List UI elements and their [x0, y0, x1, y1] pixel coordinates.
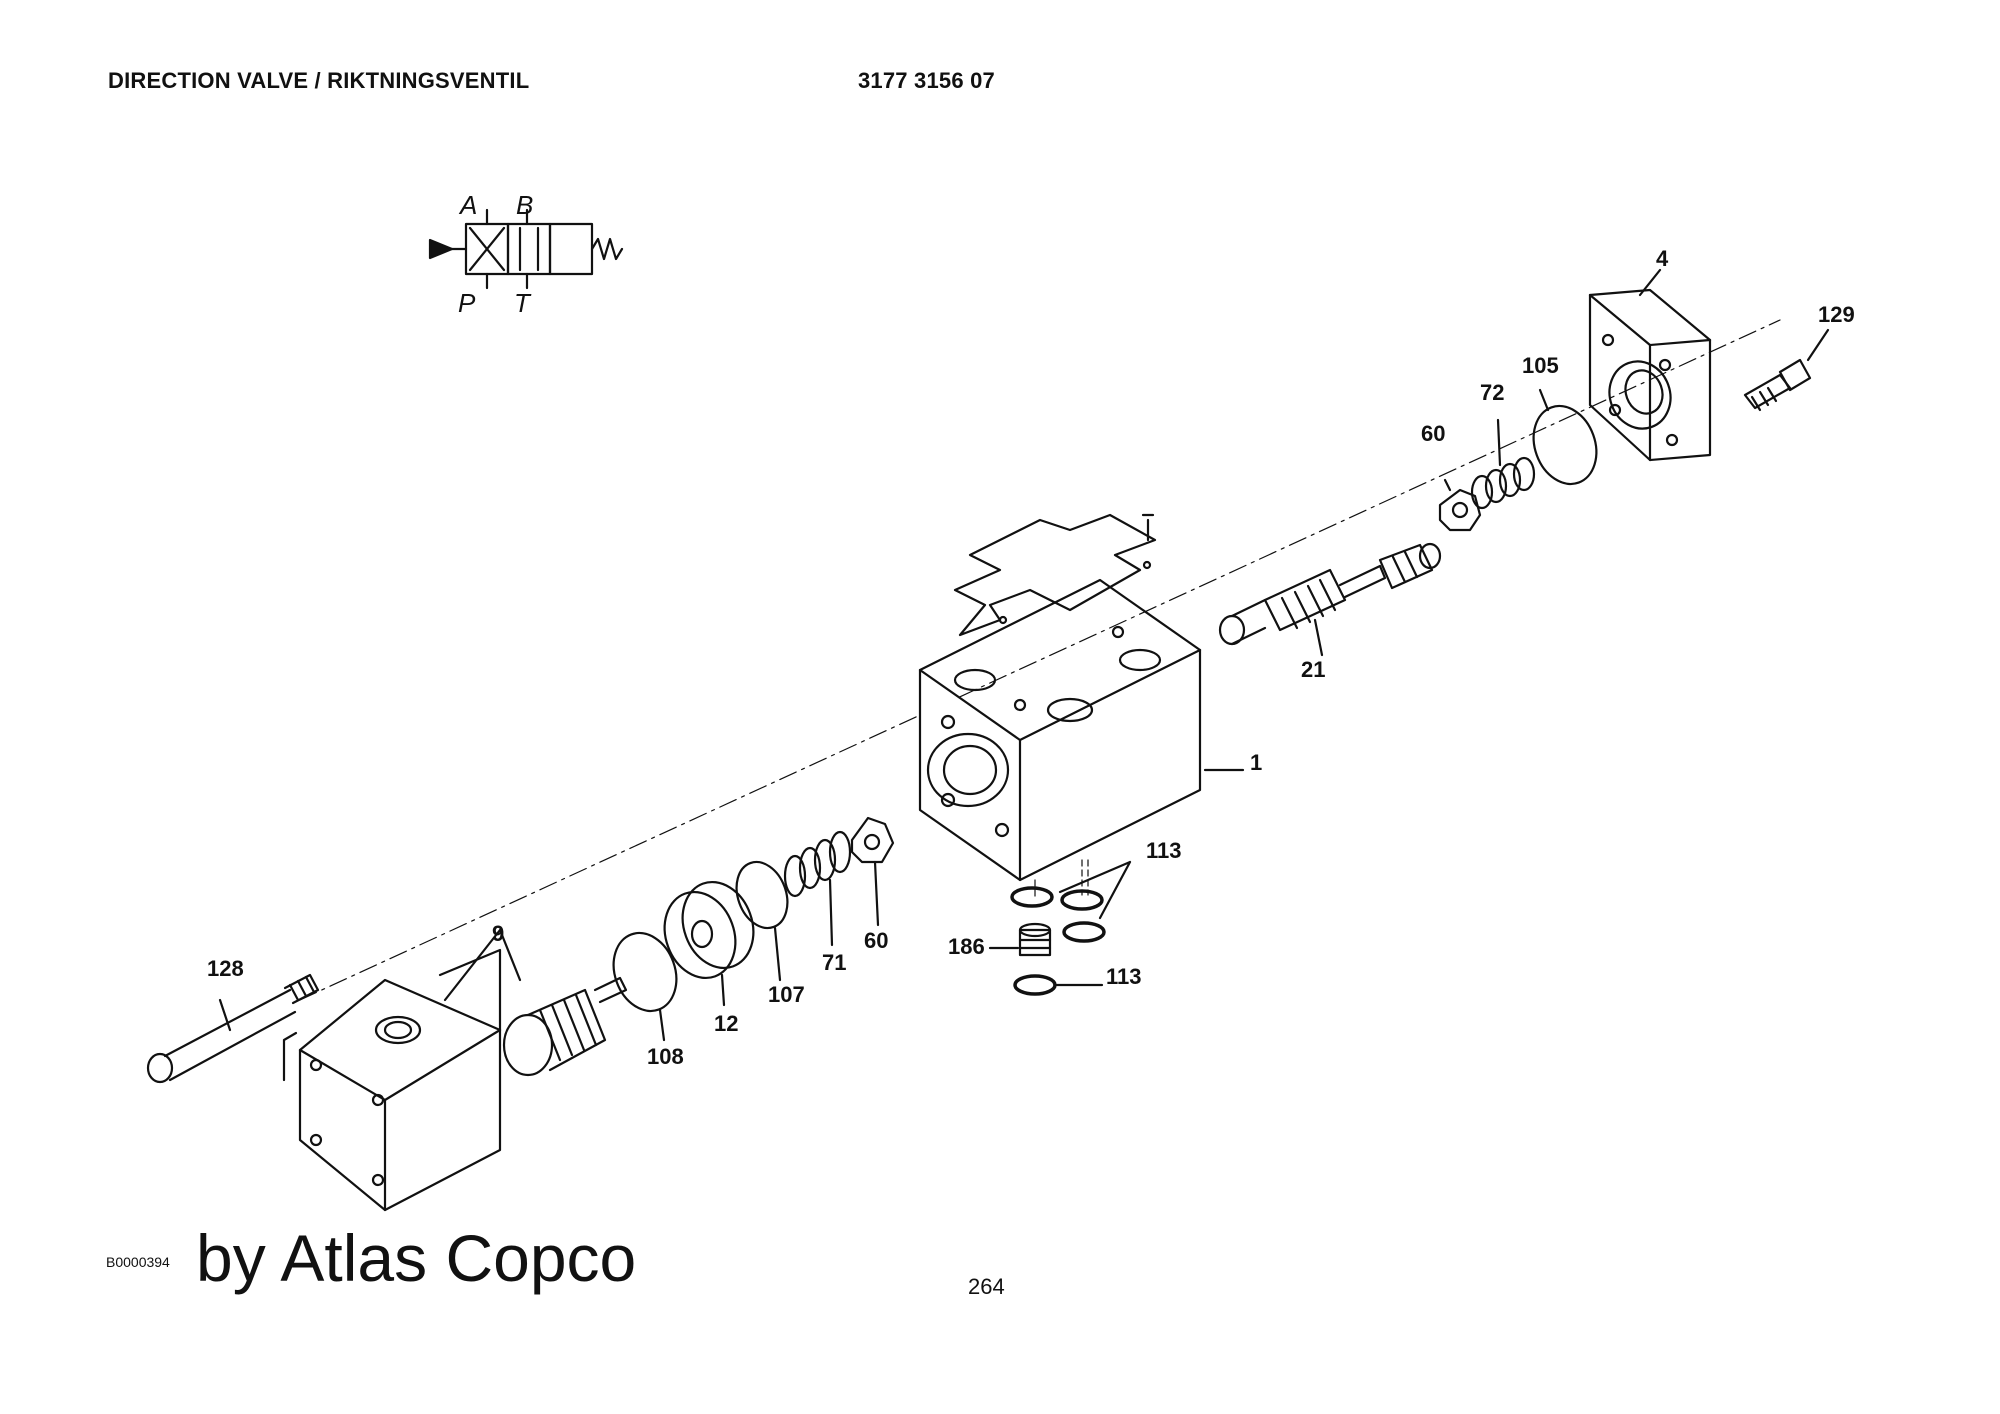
bolt-left [146, 973, 320, 1084]
symbol-port-t: T [514, 288, 532, 318]
callout-186: 186 [948, 934, 985, 959]
spring-left [783, 830, 852, 947]
page-title: DIRECTION VALVE / RIKTNINGSVENTIL [108, 68, 530, 93]
callout-113-bottom: 113 [1106, 964, 1142, 989]
callout-12: 12 [714, 1011, 738, 1036]
end-cover-plate [1588, 268, 1712, 462]
callout-60-left: 60 [864, 928, 888, 953]
callout-105: 105 [1522, 353, 1559, 378]
symbol-port-b: B [516, 190, 533, 220]
callout-113-top: 113 [1146, 838, 1182, 863]
bolt-right [1743, 328, 1830, 412]
watermark-text: by Atlas Copco [196, 1221, 637, 1295]
figure-code: B0000394 [106, 1254, 170, 1270]
plug-and-orings [988, 859, 1132, 996]
assembly-axis-line [299, 319, 1781, 1001]
o-ring-107 [735, 860, 789, 930]
callout-9: 9 [492, 921, 504, 946]
callout-60-right: 60 [1421, 421, 1445, 446]
spring-right [1470, 418, 1536, 510]
valve-spool [1218, 542, 1442, 657]
callout-128: 128 [207, 956, 244, 981]
callout-72: 72 [1480, 380, 1504, 405]
page-number: 264 [968, 1274, 1005, 1299]
o-ring-108 [612, 931, 678, 1013]
callout-4: 4 [1656, 246, 1669, 271]
cylinder-housing [282, 948, 502, 1212]
callout-108: 108 [647, 1044, 684, 1069]
piston [663, 880, 755, 1007]
gasket-plate [953, 513, 1157, 637]
symbol-port-p: P [458, 288, 476, 318]
hydraulic-valve-symbol [428, 208, 624, 290]
symbol-port-a: A [458, 190, 477, 220]
callout-107: 107 [768, 982, 805, 1007]
part-number: 3177 3156 07 [858, 68, 995, 93]
callout-1: 1 [1250, 750, 1262, 775]
o-ring-right [1532, 404, 1598, 486]
cylinder-piston [443, 928, 628, 1077]
valve-body [918, 578, 1202, 882]
spring-seat-left [850, 816, 895, 927]
spring-seat-right [1438, 478, 1482, 532]
callout-129: 129 [1818, 302, 1855, 327]
callout-71: 71 [822, 950, 846, 975]
callout-21: 21 [1301, 657, 1325, 682]
